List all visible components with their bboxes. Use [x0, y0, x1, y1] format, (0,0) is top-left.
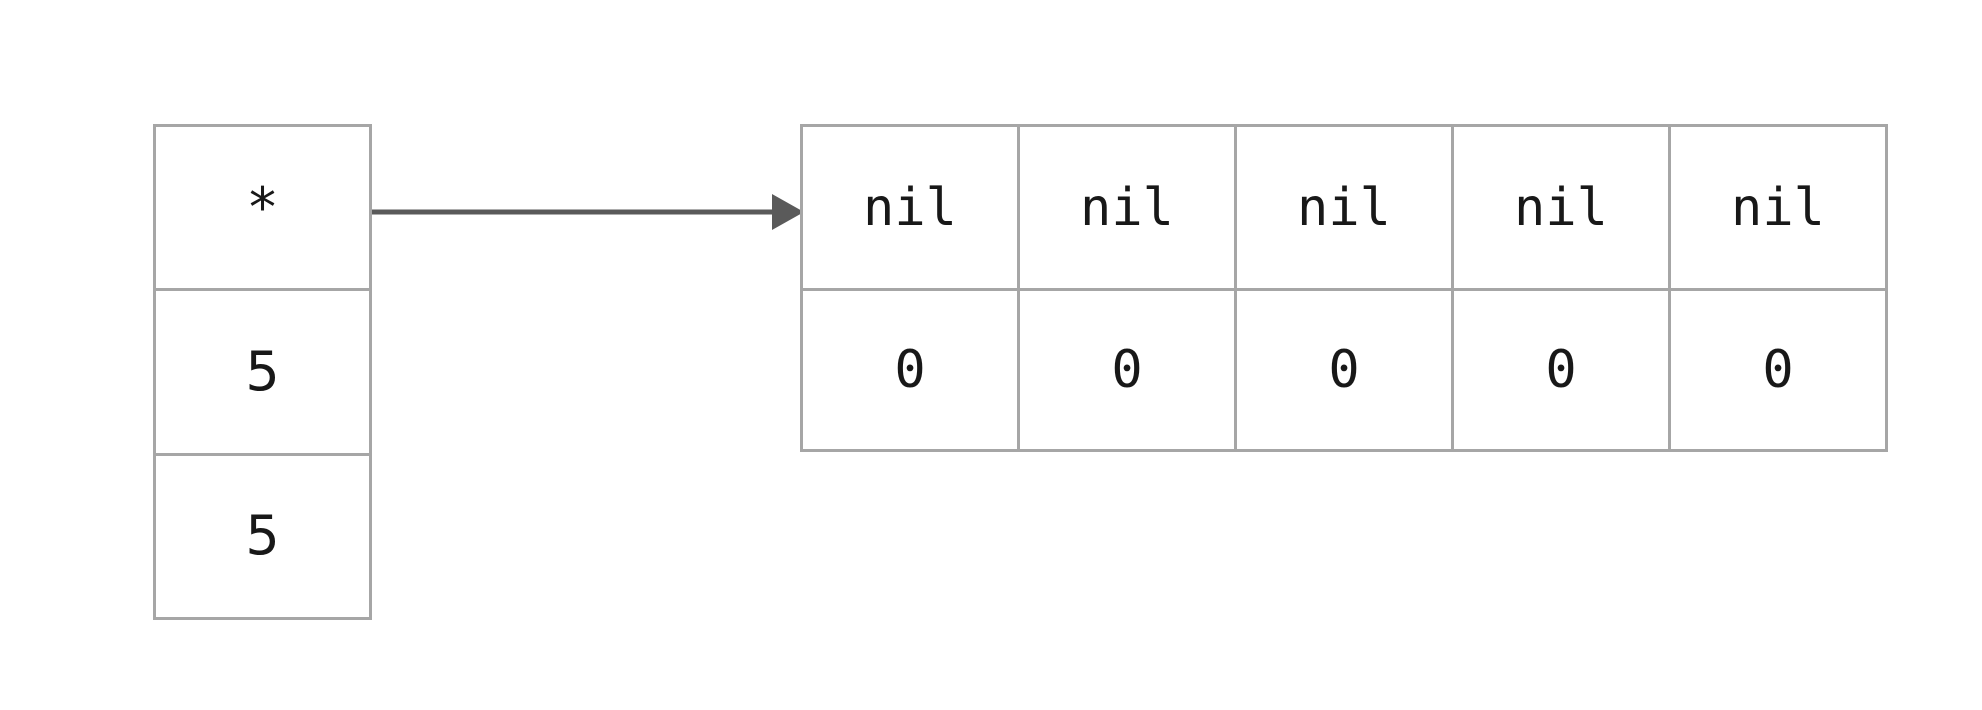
array-cell-value-1: nil [1020, 127, 1237, 288]
backing-array-table: nil nil nil nil nil 0 0 0 0 0 [800, 124, 1888, 452]
pointer-arrow [372, 194, 804, 230]
array-cell-value-0: nil [803, 127, 1020, 288]
array-cell-count-3: 0 [1454, 291, 1671, 449]
array-row-values: nil nil nil nil nil [803, 127, 1885, 291]
slice-header-box: * 5 5 [153, 124, 372, 620]
array-cell-count-0: 0 [803, 291, 1020, 449]
array-cell-value-2: nil [1237, 127, 1454, 288]
array-cell-count-4: 0 [1671, 291, 1885, 449]
slice-capacity-value: 5 [245, 504, 280, 568]
slice-header-cell-capacity: 5 [156, 455, 369, 617]
pointer-arrowhead-icon [772, 194, 804, 230]
slice-header-cell-length: 5 [156, 291, 369, 456]
array-cell-value-4: nil [1671, 127, 1885, 288]
array-cell-count-2: 0 [1237, 291, 1454, 449]
slice-length-value: 5 [245, 339, 280, 403]
array-cell-count-1: 0 [1020, 291, 1237, 449]
array-row-counts: 0 0 0 0 0 [803, 291, 1885, 449]
array-cell-value-3: nil [1454, 127, 1671, 288]
pointer-asterisk-icon: * [246, 175, 279, 239]
slice-header-cell-pointer: * [156, 127, 369, 292]
